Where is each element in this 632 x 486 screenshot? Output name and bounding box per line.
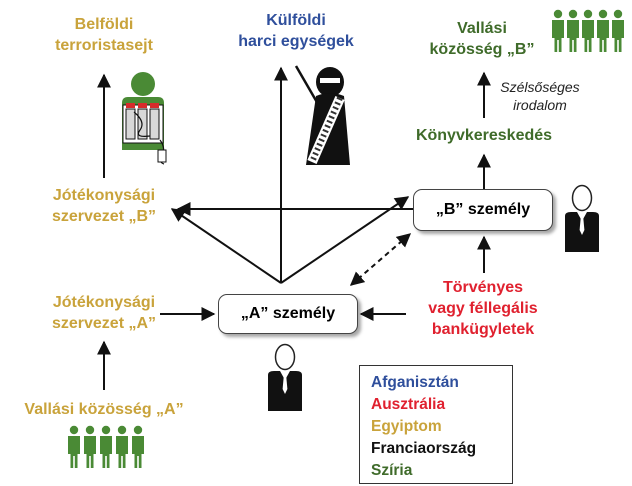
crowd-a-icon bbox=[68, 425, 144, 468]
arrow-hub-to-charity-b bbox=[170, 208, 282, 284]
label-line: Szélsőséges bbox=[500, 79, 580, 95]
label-line: Belföldi bbox=[74, 16, 134, 33]
label-line: Külföldi bbox=[266, 12, 326, 29]
label-line: szervezet „A” bbox=[51, 315, 157, 332]
person-a-box: „A” személy bbox=[218, 294, 358, 334]
crowd-b-icon bbox=[552, 9, 624, 52]
arrow-hub-to-bookstore bbox=[280, 196, 410, 284]
label-line: bankügyletek bbox=[431, 321, 535, 338]
label-religious-community-b: Vallási közösség „B” bbox=[402, 18, 562, 60]
person-b-box: „B” személy bbox=[413, 189, 553, 231]
label-bookstore: Könyvkereskedés bbox=[415, 127, 553, 144]
label-legal-banking: Törvényes vagy féllegális bankügyletek bbox=[408, 277, 558, 340]
label-line: Jótékonysági bbox=[52, 187, 156, 204]
label-line: közösség „B” bbox=[429, 41, 535, 58]
label-line: harci egységek bbox=[238, 33, 354, 50]
legend-entry: Franciaország bbox=[371, 440, 477, 457]
legend-entry: Afganisztán bbox=[371, 374, 459, 391]
label-domestic-terror-cell: Belföldi terroristasejt bbox=[22, 14, 186, 56]
label-extremist-literature: Szélsőséges irodalom bbox=[484, 78, 596, 114]
legend-entry: Szíria bbox=[371, 462, 413, 479]
label-line: szervezet „B” bbox=[51, 208, 157, 225]
legend-entry: Egyiptom bbox=[371, 418, 442, 435]
fighter-icon bbox=[294, 65, 350, 165]
legend-entry: Ausztrália bbox=[371, 396, 446, 413]
arrows bbox=[97, 66, 491, 390]
label-charity-b: Jótékonysági szervezet „B” bbox=[22, 185, 186, 227]
label-line: terroristasejt bbox=[55, 37, 153, 54]
person-b-figure-icon bbox=[564, 184, 600, 253]
person-a-figure-icon bbox=[267, 343, 303, 412]
country-legend: Afganisztán Ausztrália Egyiptom Franciao… bbox=[359, 365, 513, 484]
label-charity-a: Jótékonysági szervezet „A” bbox=[22, 292, 186, 334]
label-line: Törvényes bbox=[442, 279, 524, 296]
arrow-a-b-dashed bbox=[349, 233, 412, 286]
label-line: vagy féllegális bbox=[428, 300, 538, 317]
label-line: Vallási bbox=[457, 20, 507, 37]
label-line: irodalom bbox=[513, 97, 567, 113]
label-religious-community-a: Vallási közösség „A” bbox=[24, 401, 184, 418]
label-line: Jótékonysági bbox=[52, 294, 156, 311]
label-foreign-units: Külföldi harci egységek bbox=[216, 10, 376, 52]
bomb-vest-icon bbox=[122, 72, 167, 165]
